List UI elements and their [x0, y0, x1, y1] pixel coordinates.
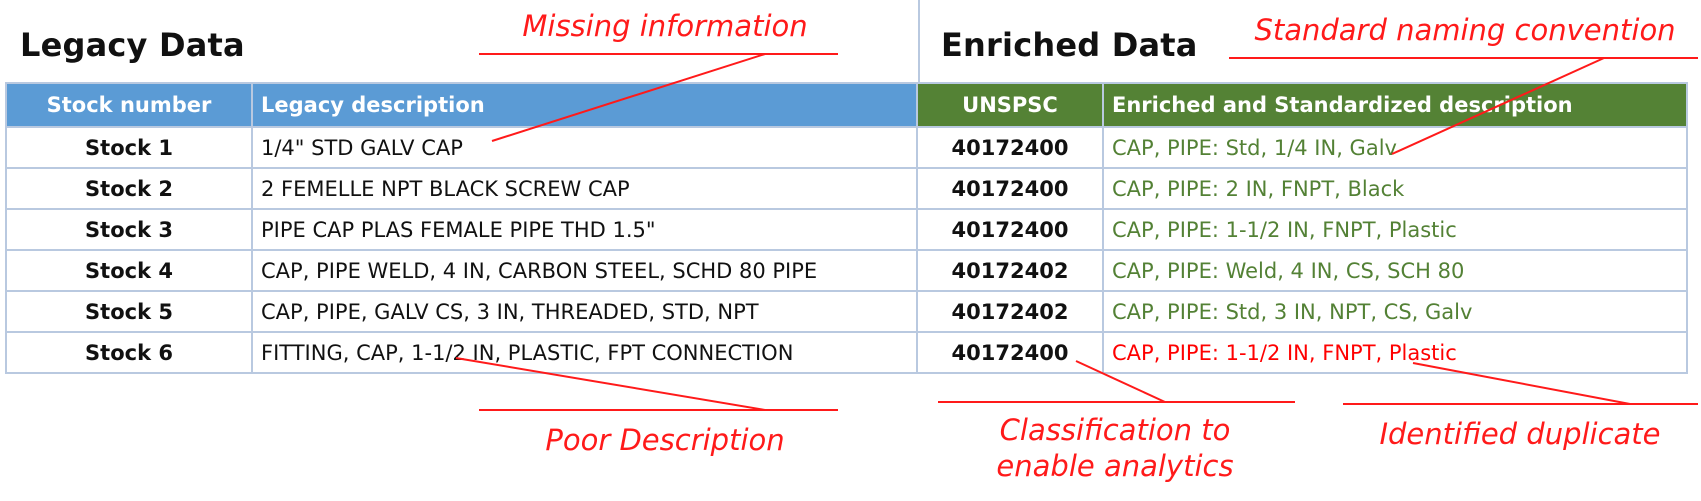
- table-row: Stock 2 2 FEMELLE NPT BLACK SCREW CAP 40…: [5, 167, 1688, 210]
- legacy-description-cell: 1/4" STD GALV CAP: [251, 126, 918, 169]
- header-unspsc: UNSPSC: [916, 82, 1104, 128]
- legacy-description-cell: 2 FEMELLE NPT BLACK SCREW CAP: [251, 167, 918, 210]
- table-row: Stock 1 1/4" STD GALV CAP 40172400 CAP, …: [5, 126, 1688, 169]
- enriched-description-cell: CAP, PIPE: Std, 1/4 IN, Galv: [1102, 126, 1688, 169]
- section-divider: [918, 0, 920, 82]
- unspsc-cell: 40172402: [916, 290, 1104, 333]
- legacy-description-cell: CAP, PIPE, GALV CS, 3 IN, THREADED, STD,…: [251, 290, 918, 333]
- enriched-description-cell: CAP, PIPE: 2 IN, FNPT, Black: [1102, 167, 1688, 210]
- annotation-classification-line1: Classification to: [999, 413, 1231, 447]
- stock-number-cell: Stock 2: [5, 167, 253, 210]
- enriched-description-cell: CAP, PIPE: Weld, 4 IN, CS, SCH 80: [1102, 249, 1688, 292]
- unspsc-cell: 40172400: [916, 126, 1104, 169]
- stock-number-cell: Stock 4: [5, 249, 253, 292]
- stock-number-cell: Stock 5: [5, 290, 253, 333]
- stock-number-cell: Stock 1: [5, 126, 253, 169]
- stock-number-cell: Stock 6: [5, 331, 253, 374]
- table-row: Stock 6 FITTING, CAP, 1-1/2 IN, PLASTIC,…: [5, 331, 1688, 374]
- annotation-classification: Classification to enable analytics: [940, 412, 1290, 484]
- unspsc-cell: 40172400: [916, 331, 1104, 374]
- table-row: Stock 4 CAP, PIPE WELD, 4 IN, CARBON STE…: [5, 249, 1688, 292]
- annotation-classification-line2: enable analytics: [996, 449, 1234, 483]
- enriched-description-cell-duplicate: CAP, PIPE: 1-1/2 IN, FNPT, Plastic: [1102, 331, 1688, 374]
- table-header-row: Stock number Legacy description UNSPSC E…: [5, 82, 1688, 128]
- data-table: Stock number Legacy description UNSPSC E…: [5, 82, 1688, 374]
- unspsc-cell: 40172400: [916, 167, 1104, 210]
- legacy-data-title: Legacy Data: [20, 26, 245, 64]
- header-enriched-description: Enriched and Standardized description: [1102, 82, 1688, 128]
- legacy-description-cell: CAP, PIPE WELD, 4 IN, CARBON STEEL, SCHD…: [251, 249, 918, 292]
- header-stock-number: Stock number: [5, 82, 253, 128]
- legacy-description-cell: FITTING, CAP, 1-1/2 IN, PLASTIC, FPT CON…: [251, 331, 918, 374]
- enriched-data-title: Enriched Data: [941, 26, 1198, 64]
- annotation-identified-duplicate: Identified duplicate: [1379, 417, 1661, 451]
- unspsc-cell: 40172400: [916, 208, 1104, 251]
- header-legacy-description: Legacy description: [251, 82, 918, 128]
- annotation-missing-information: Missing information: [522, 9, 808, 43]
- enriched-description-cell: CAP, PIPE: 1-1/2 IN, FNPT, Plastic: [1102, 208, 1688, 251]
- legacy-description-cell: PIPE CAP PLAS FEMALE PIPE THD 1.5": [251, 208, 918, 251]
- table-row: Stock 5 CAP, PIPE, GALV CS, 3 IN, THREAD…: [5, 290, 1688, 333]
- stock-number-cell: Stock 3: [5, 208, 253, 251]
- enriched-description-cell: CAP, PIPE: Std, 3 IN, NPT, CS, Galv: [1102, 290, 1688, 333]
- table-row: Stock 3 PIPE CAP PLAS FEMALE PIPE THD 1.…: [5, 208, 1688, 251]
- unspsc-cell: 40172402: [916, 249, 1104, 292]
- annotation-standard-naming: Standard naming convention: [1254, 13, 1676, 47]
- annotation-poor-description: Poor Description: [545, 423, 785, 457]
